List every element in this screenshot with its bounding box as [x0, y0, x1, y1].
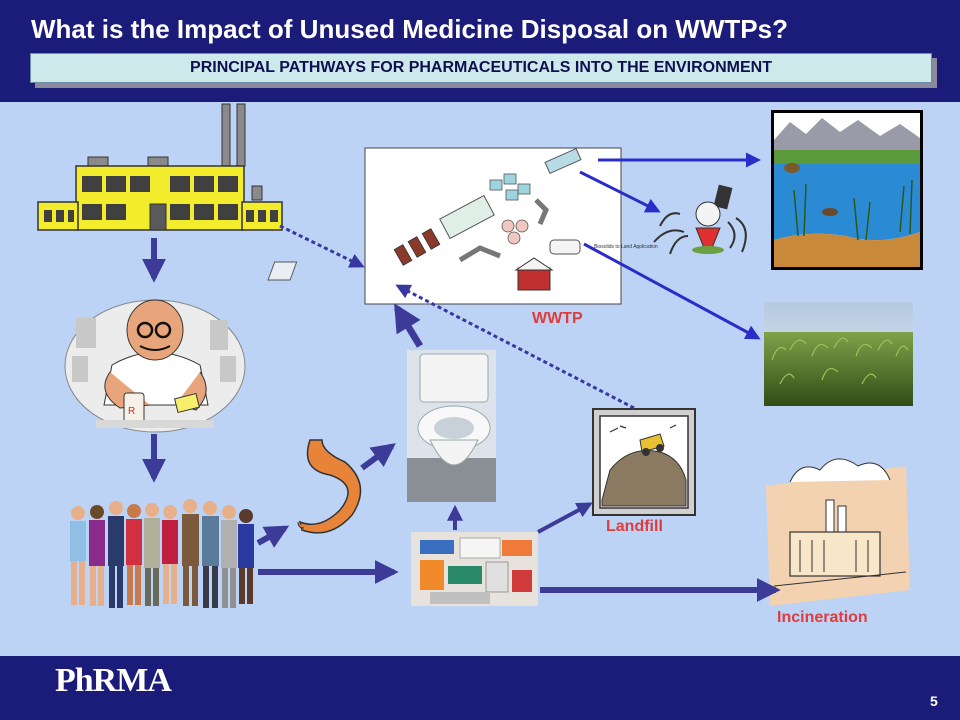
landfill-icon [592, 408, 696, 516]
landfill-label: Landfill [606, 518, 663, 535]
factory-icon [37, 103, 283, 231]
slide-title: What is the Impact of Unused Medicine Di… [31, 14, 788, 44]
wwtp-to-cornfield-arrow [583, 242, 761, 340]
landfill-to-wwtp-dotted-arrow [395, 284, 635, 410]
footer-bar [0, 656, 960, 720]
medicines-icon [411, 532, 538, 606]
incineration-icon [766, 458, 910, 606]
toilet-icon [407, 350, 496, 502]
golf-irrigation-icon [653, 184, 747, 255]
wwtp-to-golf-arrow [579, 170, 661, 213]
factory-to-wwtp-dotted-arrow [279, 224, 365, 268]
biosolids-label: Biosolids to Land Application [594, 244, 658, 250]
toilet-to-wwtp-arrow [394, 303, 423, 348]
page-number: 5 [930, 693, 938, 709]
slide-subtitle: PRINCIPAL PATHWAYS FOR PHARMACEUTICALS I… [30, 53, 932, 83]
stomach-icon [297, 439, 362, 534]
people-to-stomach-arrow [256, 525, 290, 548]
cornfield-icon [764, 302, 913, 406]
medicines-to-landfill-arrow [537, 502, 593, 534]
incineration-label: Incineration [777, 609, 868, 626]
pharmacist-icon: R [64, 299, 246, 433]
people-icon [70, 499, 254, 608]
lake-icon [771, 110, 923, 270]
stomach-to-toilet-arrow [360, 443, 396, 471]
phrma-logo: PhRMA [55, 662, 172, 699]
header-bar [0, 0, 960, 102]
wwtp-diagram-icon: Biosolids to Land Application [267, 147, 658, 305]
svg-text:R: R [128, 406, 135, 417]
wwtp-label: WWTP [532, 310, 583, 327]
